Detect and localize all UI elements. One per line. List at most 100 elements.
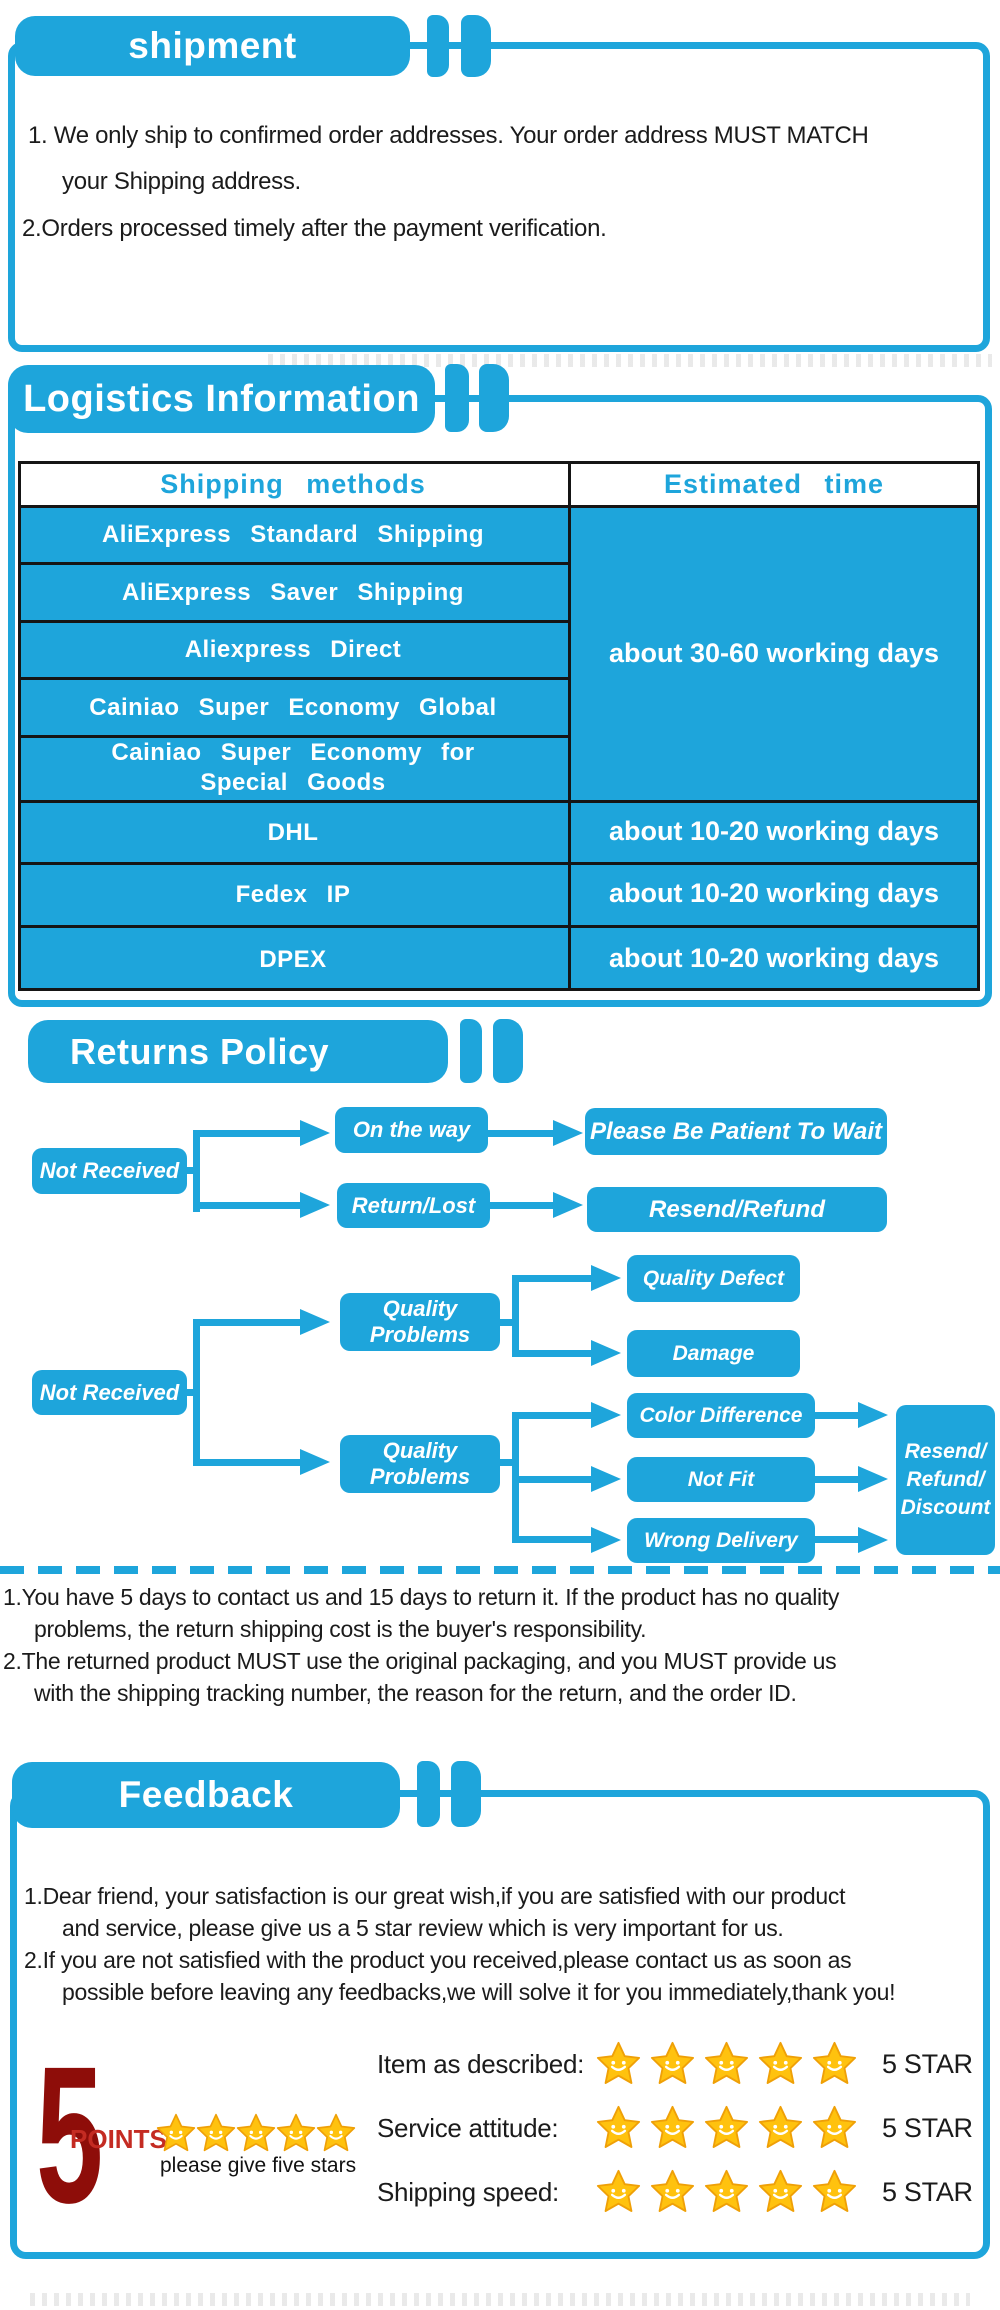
returns-title: Returns Policy xyxy=(70,1030,330,1072)
star-icon xyxy=(812,2169,857,2212)
flow-line xyxy=(512,1275,519,1357)
quote-bar-icon xyxy=(451,1761,481,1827)
feedback-line: 1.Dear friend, your satisfaction is our … xyxy=(24,1883,846,1909)
table-line xyxy=(18,988,980,991)
table-cell-method: Cainiao Super Economy Global xyxy=(89,694,497,721)
flow-node-on-the-way: On the way xyxy=(335,1107,488,1153)
table-line xyxy=(18,735,568,738)
flow-arrow-icon xyxy=(300,1309,330,1335)
flow-arrow-icon xyxy=(591,1527,621,1553)
flow-line xyxy=(519,1536,591,1543)
flow-arrow-icon xyxy=(553,1120,583,1146)
flow-arrow-icon xyxy=(591,1402,621,1428)
star-icon xyxy=(758,2105,803,2148)
flow-line xyxy=(490,1202,553,1209)
rating-value: 5 STAR xyxy=(882,2049,973,2079)
flow-arrow-icon xyxy=(300,1449,330,1475)
star-icon xyxy=(704,2105,749,2148)
star-icon xyxy=(236,2113,276,2152)
column-header-shipping-methods: Shipping methods xyxy=(160,469,426,499)
shipment-header-pill: shipment xyxy=(15,16,410,76)
feedback-line: 2.If you are not satisfied with the prod… xyxy=(24,1947,852,1973)
table-line xyxy=(18,461,980,464)
logistics-header-pill: Logistics Information xyxy=(8,365,435,433)
flow-node-damage: Damage xyxy=(627,1330,800,1377)
quote-bar-icon xyxy=(460,1019,482,1083)
flow-line xyxy=(815,1476,858,1483)
flow-line xyxy=(187,1167,197,1174)
table-cell-method: Fedex IP xyxy=(235,881,351,908)
flow-line xyxy=(519,1412,591,1419)
flow-arrow-icon xyxy=(300,1192,330,1218)
flow-line xyxy=(193,1130,200,1212)
returns-note: 2.The returned product MUST use the orig… xyxy=(3,1648,837,1674)
star-icon xyxy=(650,2169,695,2212)
star-icon xyxy=(316,2113,356,2152)
table-line xyxy=(977,461,980,991)
table-line xyxy=(18,620,568,623)
star-icon xyxy=(650,2041,695,2084)
flow-arrow-icon xyxy=(300,1120,330,1146)
star-icon xyxy=(812,2041,857,2084)
five-points-number: 5 xyxy=(36,2026,104,2244)
flow-arrow-icon xyxy=(858,1402,888,1428)
feedback-line: and service, please give us a 5 star rev… xyxy=(62,1915,784,1941)
returns-header-pill: Returns Policy xyxy=(28,1020,448,1083)
star-icon xyxy=(758,2169,803,2212)
flow-line xyxy=(200,1130,300,1137)
rating-stars xyxy=(596,2105,857,2150)
feedback-header-pill: Feedback xyxy=(12,1762,400,1828)
shipment-title: shipment xyxy=(128,25,297,66)
quote-bar-icon xyxy=(427,15,449,77)
rating-value: 5 STAR xyxy=(882,2113,973,2143)
table-line xyxy=(18,562,568,565)
flow-line xyxy=(512,1412,519,1543)
returns-note: with the shipping tracking number, the r… xyxy=(34,1680,797,1706)
table-cell-method: Cainiao Super Economy for Special Goods xyxy=(111,739,475,796)
feedback-box xyxy=(10,1790,990,2259)
feedback-line: possible before leaving any feedbacks,we… xyxy=(62,1979,896,2005)
quote-bar-icon xyxy=(461,15,491,77)
table-cell-method: AliExpress Saver Shipping xyxy=(122,579,464,606)
flow-line xyxy=(815,1536,858,1543)
flow-node-not-fit: Not Fit xyxy=(627,1457,815,1502)
flow-line xyxy=(488,1130,553,1137)
flow-node-wrong-delivery: Wrong Delivery xyxy=(627,1518,815,1563)
flow-node-color-difference: Color Difference xyxy=(627,1393,815,1438)
logistics-title: Logistics Information xyxy=(23,377,420,420)
star-icon xyxy=(596,2105,641,2148)
flow-node-return-lost: Return/Lost xyxy=(337,1183,490,1228)
flow-line xyxy=(200,1459,300,1466)
star-icon xyxy=(704,2169,749,2212)
star-icon xyxy=(812,2105,857,2148)
table-cell-method: DPEX xyxy=(259,946,327,973)
table-cell-method: Aliexpress Direct xyxy=(184,636,402,663)
column-header-estimated-time: Estimated time xyxy=(663,469,885,499)
flow-line xyxy=(519,1275,591,1282)
flow-line xyxy=(500,1459,514,1466)
table-cell-method: DHL xyxy=(267,819,319,846)
shipment-line: 1. We only ship to confirmed order addre… xyxy=(28,122,869,149)
table-cell-time: about 10-20 working days xyxy=(608,943,940,973)
flow-node-not-received-2: Not Received xyxy=(32,1370,187,1415)
rating-value: 5 STAR xyxy=(882,2177,973,2207)
table-line xyxy=(18,505,980,508)
decor-stripe-band xyxy=(30,2293,970,2306)
star-icon xyxy=(156,2113,196,2152)
shipment-box xyxy=(8,42,990,352)
flow-line xyxy=(519,1476,591,1483)
quote-bar-icon xyxy=(417,1761,440,1827)
flow-arrow-icon xyxy=(591,1466,621,1492)
returns-note: problems, the return shipping cost is th… xyxy=(34,1616,647,1642)
shipment-line: 2.Orders processed timely after the paym… xyxy=(22,215,607,242)
rating-stars xyxy=(596,2169,857,2214)
rating-label: Service attitude: xyxy=(377,2113,559,2143)
flow-line xyxy=(519,1350,591,1357)
star-icon xyxy=(650,2105,695,2148)
flow-node-resend-refund-discount: Resend/ Refund/ Discount xyxy=(896,1405,995,1555)
star-icon xyxy=(276,2113,316,2152)
rating-label: Shipping speed: xyxy=(377,2177,559,2207)
table-cell-method: AliExpress Standard Shipping xyxy=(101,521,485,548)
flow-node-quality-problems-1: Quality Problems xyxy=(340,1293,500,1351)
